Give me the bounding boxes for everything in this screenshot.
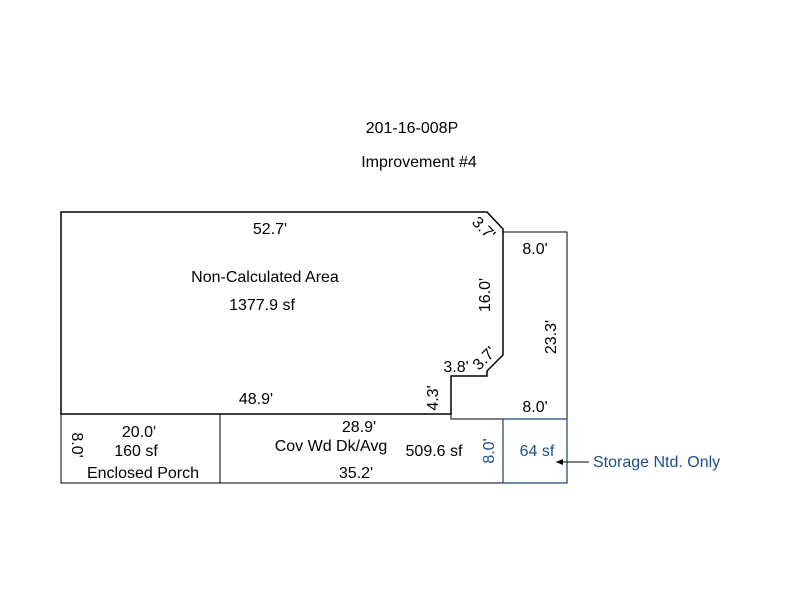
porch-height-dim: 8.0' <box>68 432 85 457</box>
porch-outline <box>60 414 221 484</box>
main-area-diag-bottom-dim: 3.7' <box>470 344 500 374</box>
deck-name: Cov Wd Dk/Avg <box>275 438 388 455</box>
main-area-step-side-dim: 4.3' <box>425 385 442 410</box>
storage-callout: Storage Ntd. Only <box>593 454 720 471</box>
right-strip-outline <box>503 231 568 483</box>
right-strip-height-dim: 23.3' <box>543 320 560 354</box>
right-strip-bottom-dim: 8.0' <box>522 399 547 416</box>
main-area-name: Non-Calculated Area <box>191 269 339 286</box>
deck-top-dim: 28.9' <box>342 419 376 436</box>
porch-name: Enclosed Porch <box>87 465 199 482</box>
main-area-size: 1377.9 sf <box>229 297 295 314</box>
main-area-bottom-dim: 48.9' <box>239 391 273 408</box>
storage-area: 64 sf <box>520 443 555 460</box>
storage-callout-arrowhead <box>556 459 563 465</box>
storage-height-dim: 8.0' <box>481 438 498 463</box>
deck-bottom-dim: 35.2' <box>339 465 373 482</box>
improvement-title: Improvement #4 <box>361 154 477 171</box>
deck-area: 509.6 sf <box>406 443 463 460</box>
parcel-id: 201-16-008P <box>366 120 459 137</box>
main-area-right-dim: 16.0' <box>477 278 494 312</box>
porch-width-dim: 20.0' <box>122 424 156 441</box>
main-area-top-dim: 52.7' <box>253 221 287 238</box>
porch-area: 160 sf <box>114 443 158 460</box>
main-area-step-top-dim: 3.8' <box>443 359 468 376</box>
right-strip-top-dim: 8.0' <box>522 241 547 258</box>
storage-outline <box>502 418 568 484</box>
